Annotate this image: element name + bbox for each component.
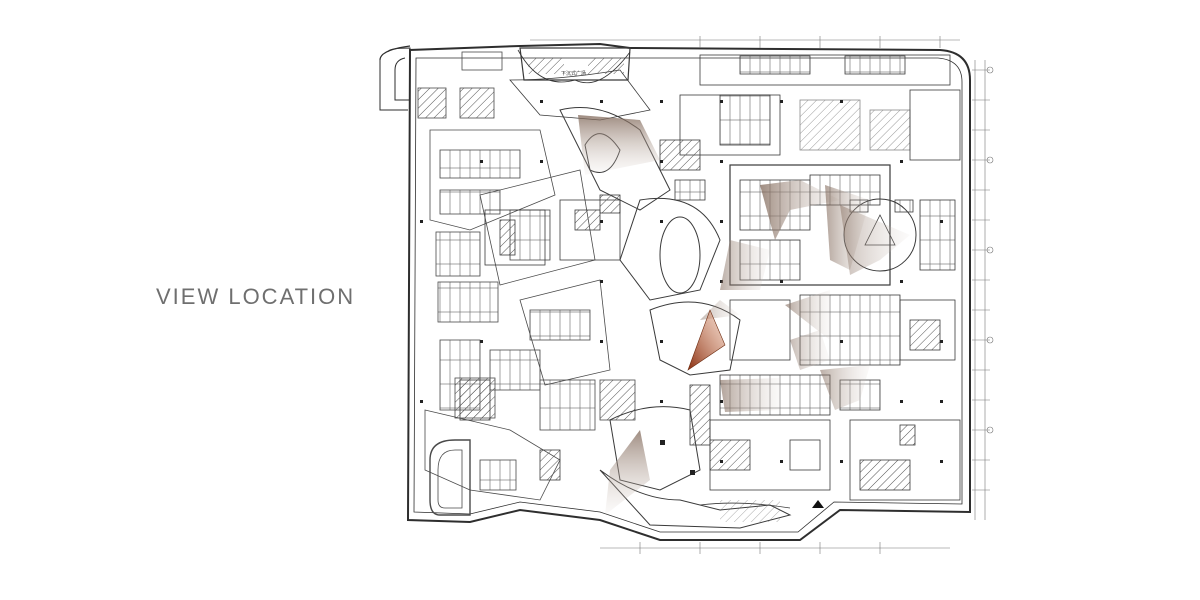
grid-ticks [530,36,994,554]
structural-columns [420,100,943,475]
view-cone-east-3 [840,205,910,275]
view-cone-south-2 [820,365,870,410]
sunken-plaza: 下沉式广场 [517,49,631,84]
plaza-label: 下沉式广场 [561,70,586,77]
retail-blocks [459,54,961,501]
parking-zones [417,51,636,516]
view-cone-mid-3 [790,330,830,370]
view-cone-east-1 [760,180,840,240]
site-boundary [379,42,971,541]
view-cone-mid-2 [785,290,830,340]
view-cone-southwest [605,430,650,515]
view-location-title: VIEW LOCATION [156,284,356,309]
view-cone-mid-1 [720,240,770,290]
view-cone-north [578,115,660,175]
view-cone-west [700,300,740,320]
view-cone-active [688,310,725,370]
view-cones [578,115,910,515]
atrium-forms [509,47,792,529]
view-cone-south-1 [720,378,780,412]
entrance-arrow-icon [812,500,824,508]
